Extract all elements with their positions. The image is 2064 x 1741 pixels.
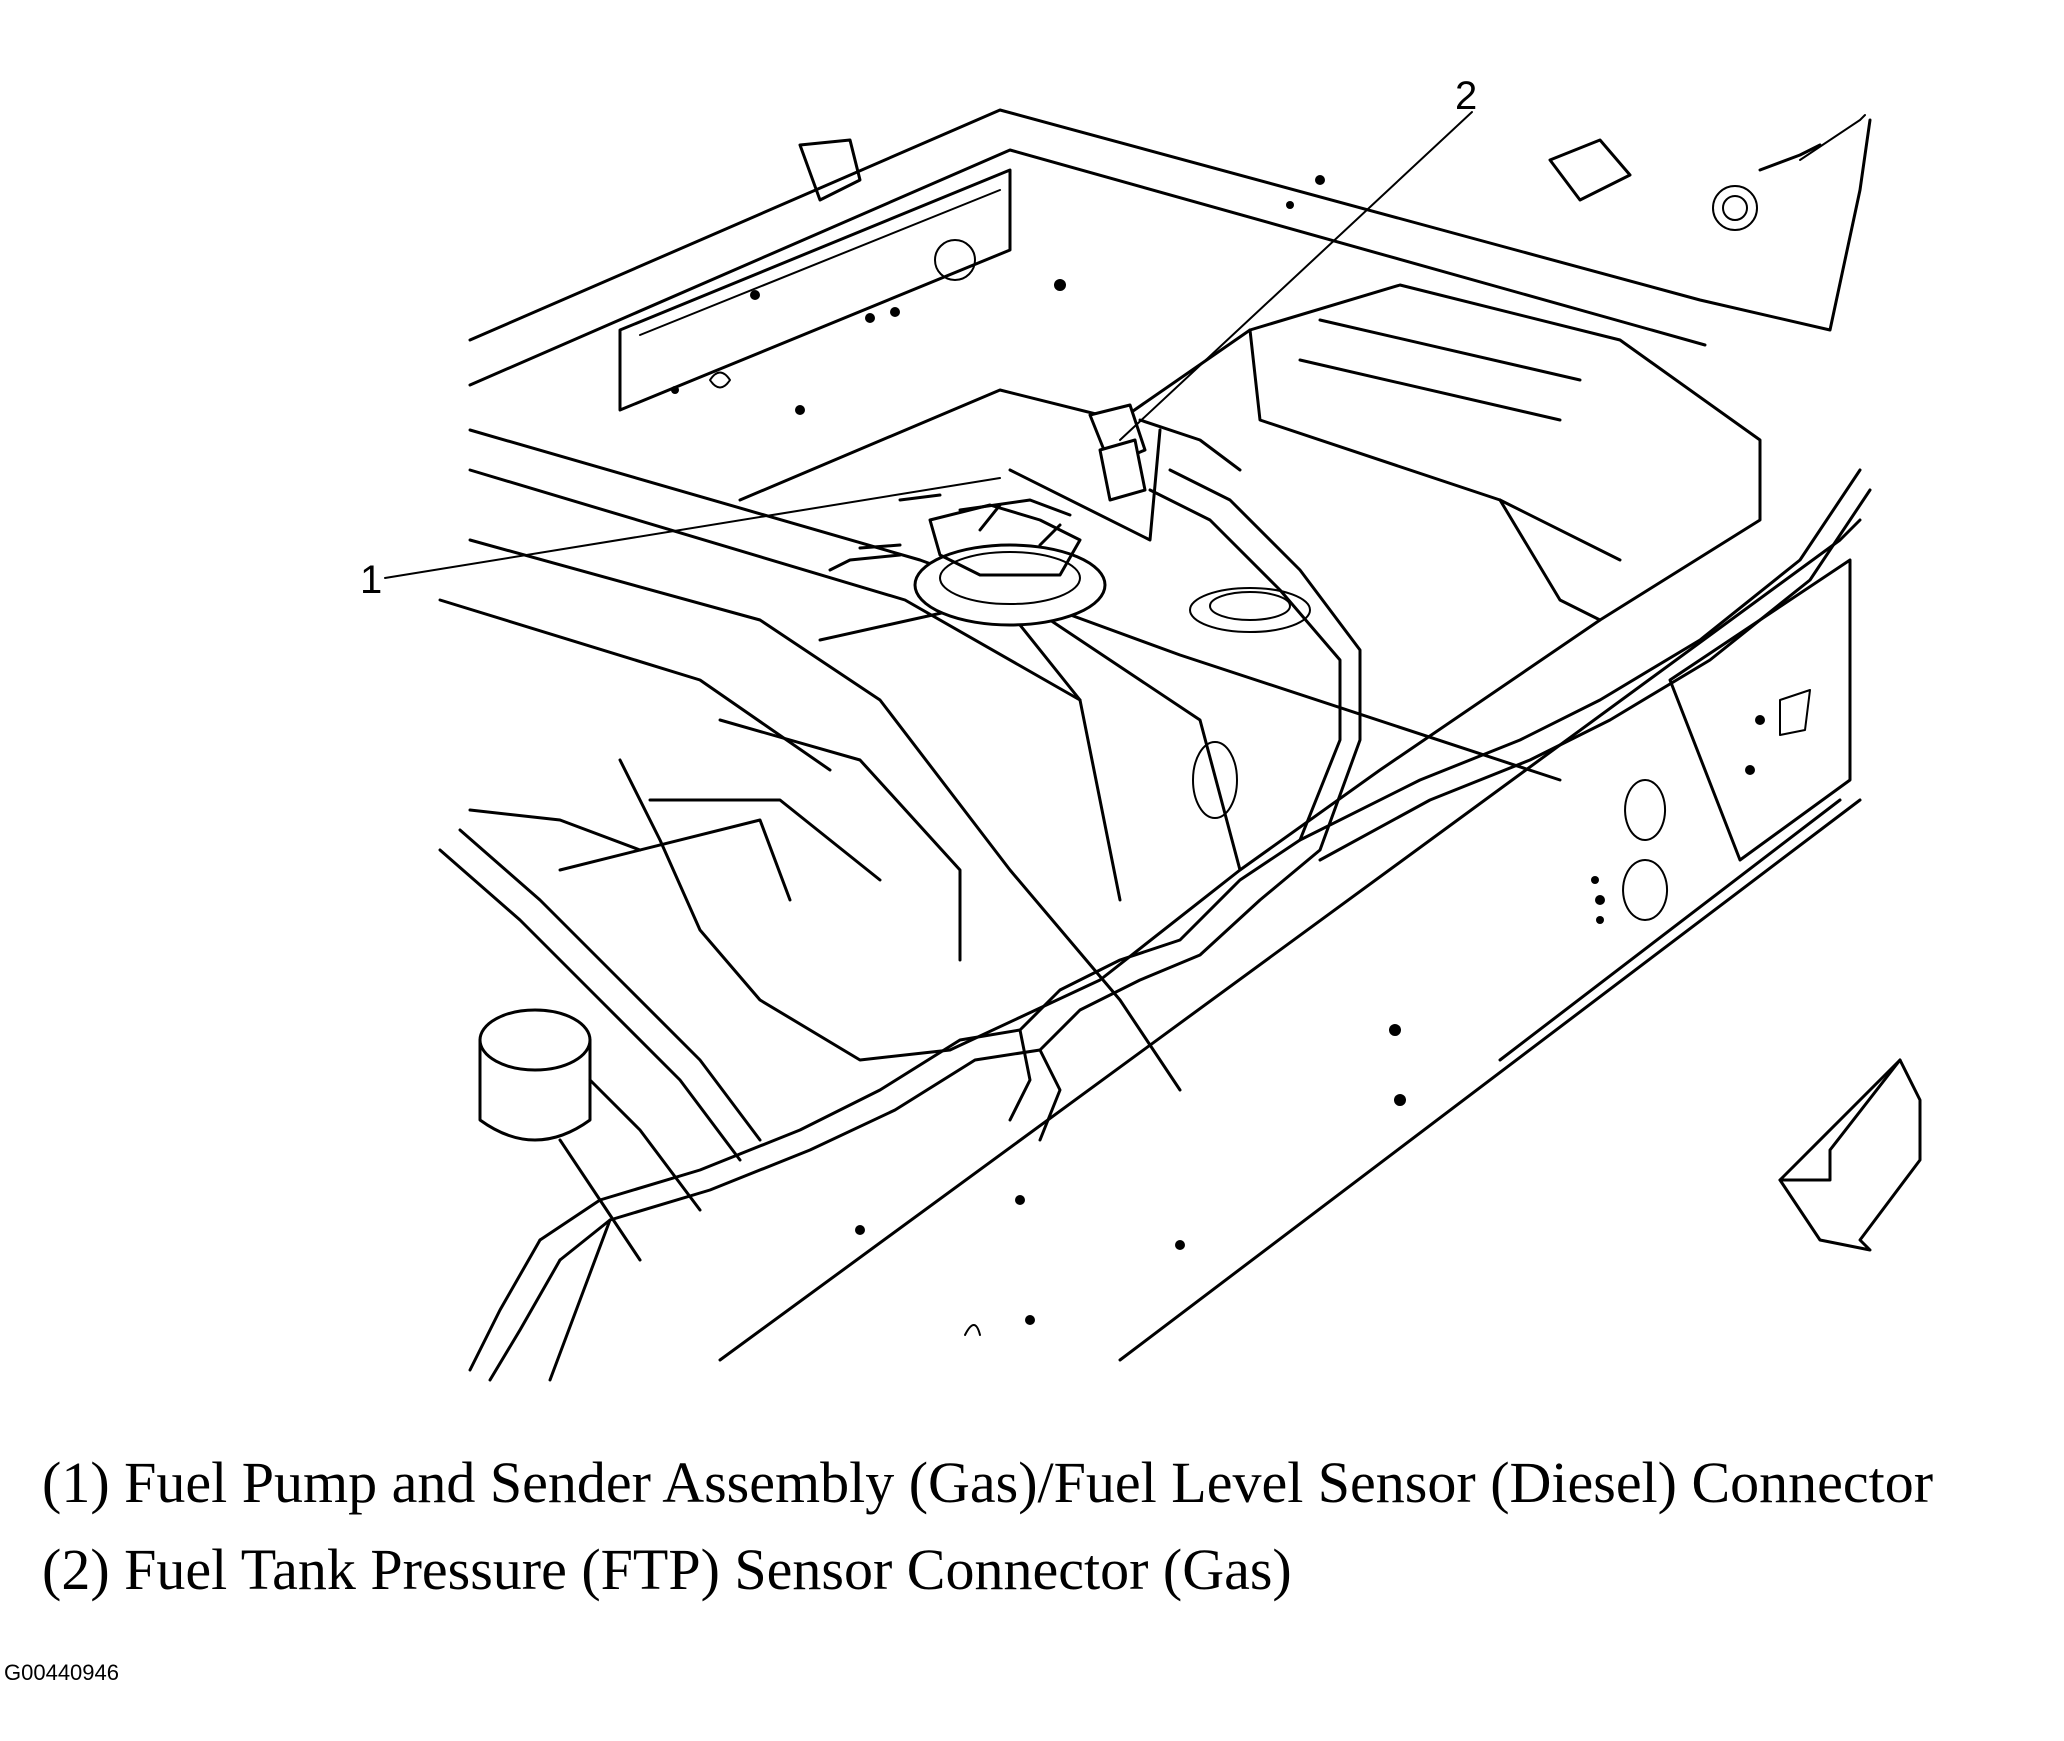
leader-line-1 <box>384 477 1001 579</box>
figure-id: G00440946 <box>4 1660 119 1685</box>
front-arrow-icon <box>1778 1058 1922 1252</box>
legend-item-1: (1) Fuel Pump and Sender Assembly (Gas)/… <box>42 1450 1934 1515</box>
rear-cross-member <box>468 108 1872 415</box>
fuel-tank-line-drawing <box>384 108 1922 1382</box>
leader-line-2 <box>1119 111 1473 441</box>
frame-rails <box>438 428 1862 1362</box>
callout-number-1: 1 <box>360 558 383 602</box>
legend-item-2: (2) Fuel Tank Pressure (FTP) Sensor Conn… <box>42 1537 1292 1602</box>
fuel-tank <box>558 283 1762 1062</box>
ftp-sensor-connector <box>1088 403 1242 502</box>
leader-lines <box>384 111 1473 579</box>
evap-canister <box>438 808 762 1262</box>
wiring-harness <box>468 468 1872 1382</box>
callout-number-2: 2 <box>1455 74 1478 118</box>
fuel-pump-sender-module <box>828 428 1162 627</box>
